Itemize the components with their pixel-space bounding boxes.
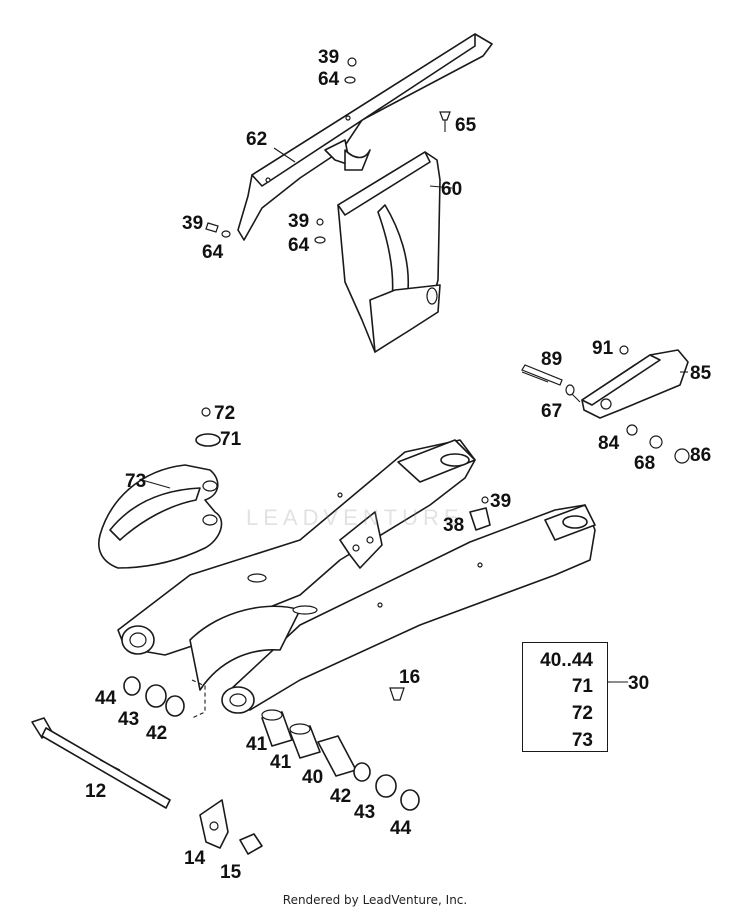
- adjuster-plate: [199, 799, 263, 855]
- callout-65: 65: [455, 115, 477, 136]
- callout-44: 44: [95, 688, 117, 709]
- callout-14: 14: [184, 848, 206, 869]
- kit-contents-box: 40..44 71 72 73: [522, 642, 608, 752]
- callout-43: 43: [354, 802, 376, 823]
- callout-44: 44: [390, 818, 412, 839]
- plug: [389, 687, 405, 701]
- kit-item: 40..44: [540, 650, 593, 671]
- callout-60: 60: [441, 179, 463, 200]
- callout-68: 68: [634, 453, 656, 474]
- bearing-stack-left: [123, 676, 206, 719]
- callout-43: 43: [118, 709, 140, 730]
- callout-67: 67: [541, 401, 563, 422]
- callout-39: 39: [288, 211, 310, 232]
- chain-guard-upper: [237, 33, 493, 241]
- callout-64: 64: [288, 235, 310, 256]
- callout-40: 40: [302, 767, 324, 788]
- clamp-hardware: [469, 496, 491, 531]
- chain-guard-lower: [337, 151, 441, 353]
- callout-86: 86: [690, 445, 712, 466]
- callout-89: 89: [541, 349, 563, 370]
- callout-73: 73: [125, 471, 147, 492]
- callout-64: 64: [202, 242, 224, 263]
- callout-42: 42: [146, 723, 168, 744]
- callout-64: 64: [318, 69, 340, 90]
- callout-30: 30: [628, 673, 650, 694]
- callout-41: 41: [246, 734, 268, 755]
- callout-84: 84: [598, 433, 620, 454]
- callout-91: 91: [592, 338, 614, 359]
- kit-item: 71: [571, 676, 593, 697]
- callout-41: 41: [270, 752, 292, 773]
- callout-62: 62: [246, 129, 268, 150]
- bearing-stack-right: [261, 709, 420, 811]
- callout-15: 15: [220, 862, 242, 883]
- leader-lines: [99, 147, 688, 771]
- callout-16: 16: [399, 667, 421, 688]
- hardware-top: [205, 57, 451, 244]
- slider-hardware: [195, 407, 221, 447]
- callout-39: 39: [182, 213, 204, 234]
- chain-slider: [98, 464, 223, 569]
- callout-72: 72: [214, 403, 236, 424]
- axle-bolt: [31, 717, 171, 809]
- callout-85: 85: [690, 363, 712, 384]
- callout-39: 39: [490, 491, 512, 512]
- callout-39: 39: [318, 47, 340, 68]
- callout-71: 71: [220, 429, 242, 450]
- callout-38: 38: [443, 515, 465, 536]
- footer-credit: Rendered by LeadVenture, Inc.: [282, 893, 468, 907]
- kit-item: 73: [571, 730, 593, 751]
- callout-42: 42: [330, 786, 352, 807]
- kit-item: 72: [571, 703, 593, 724]
- swingarm: [117, 439, 596, 714]
- watermark: LEADVENTURE: [246, 505, 464, 530]
- chain-guide: [521, 345, 690, 464]
- callout-12: 12: [85, 781, 107, 802]
